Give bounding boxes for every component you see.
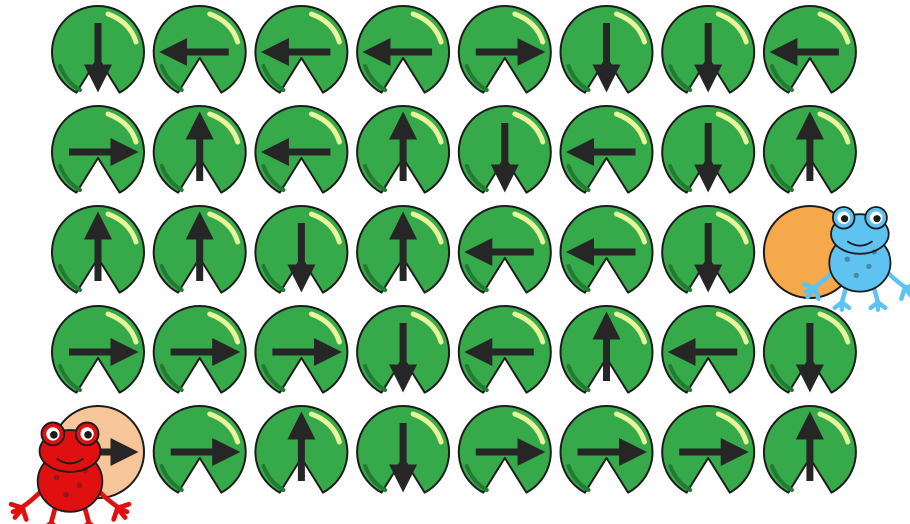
lily-pad-grid xyxy=(0,0,910,524)
game-board xyxy=(0,0,910,524)
